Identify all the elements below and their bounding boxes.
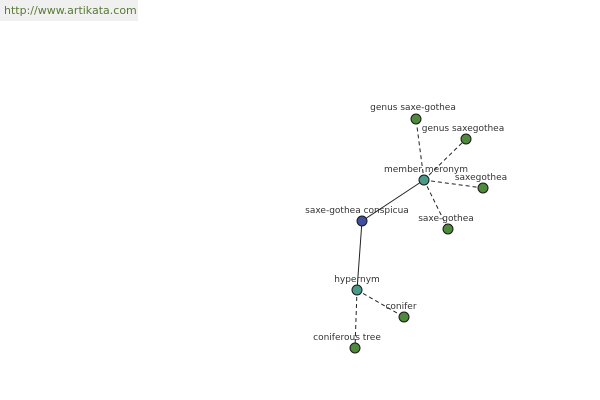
- node-label-genus-saxegothea: genus saxegothea: [422, 124, 505, 134]
- node-label-hypernym: hypernym: [334, 275, 380, 285]
- graph-nodes: genus saxe-gothea genus saxegothea member …: [305, 103, 507, 354]
- node-label-genus-saxe-gothea: genus saxe-gothea: [370, 103, 456, 113]
- node-saxe-gothea-conspicua[interactable]: saxe-gothea conspicua: [305, 206, 409, 227]
- node-dot-hypernym[interactable]: [351, 284, 363, 296]
- edge-saxe-gothea-conspicua-to-hypernym: [356, 220, 363, 291]
- node-dot-member-meronym[interactable]: [418, 174, 430, 186]
- node-genus-saxegothea[interactable]: genus saxegothea: [422, 124, 505, 145]
- edge-hypernym-to-coniferous-tree: [354, 289, 358, 349]
- edge-member-meronym-to-genus-saxe-gothea: [415, 118, 425, 181]
- node-member-meronym[interactable]: member meronym: [384, 165, 468, 186]
- node-dot-conifer[interactable]: [398, 311, 410, 323]
- site-url-link[interactable]: http://www.artikata.com: [4, 4, 137, 17]
- node-label-saxegothea: saxegothea: [455, 173, 507, 183]
- edge-member-meronym-to-saxegothea: [423, 179, 484, 189]
- node-label-saxe-gothea-conspicua: saxe-gothea conspicua: [305, 206, 409, 216]
- edge-hypernym-to-conifer: [356, 289, 405, 318]
- node-saxegothea[interactable]: saxegothea: [455, 173, 507, 194]
- node-dot-saxegothea[interactable]: [477, 182, 489, 194]
- node-dot-coniferous-tree[interactable]: [349, 342, 361, 354]
- node-dot-genus-saxegothea[interactable]: [460, 133, 472, 145]
- edge-member-meronym-to-genus-saxegothea: [423, 138, 467, 181]
- edge-member-meronym-to-saxe-gothea: [423, 179, 449, 230]
- url-bar: http://www.artikata.com: [0, 0, 138, 21]
- node-dot-genus-saxe-gothea[interactable]: [410, 113, 422, 125]
- node-label-conifer: conifer: [385, 302, 416, 312]
- node-coniferous-tree[interactable]: coniferous tree: [313, 333, 381, 354]
- node-dot-saxe-gothea-conspicua[interactable]: [356, 215, 368, 227]
- node-label-coniferous-tree: coniferous tree: [313, 333, 381, 343]
- node-saxe-gothea[interactable]: saxe-gothea: [418, 214, 474, 235]
- node-dot-saxe-gothea[interactable]: [442, 223, 454, 235]
- node-label-member-meronym: member meronym: [384, 165, 468, 175]
- edge-saxe-gothea-conspicua-to-member-meronym: [361, 179, 425, 222]
- node-hypernym[interactable]: hypernym: [334, 275, 380, 296]
- node-label-saxe-gothea: saxe-gothea: [418, 214, 474, 224]
- node-conifer[interactable]: conifer: [385, 302, 417, 323]
- graph-edges: [354, 118, 484, 349]
- node-genus-saxe-gothea[interactable]: genus saxe-gothea: [370, 103, 456, 125]
